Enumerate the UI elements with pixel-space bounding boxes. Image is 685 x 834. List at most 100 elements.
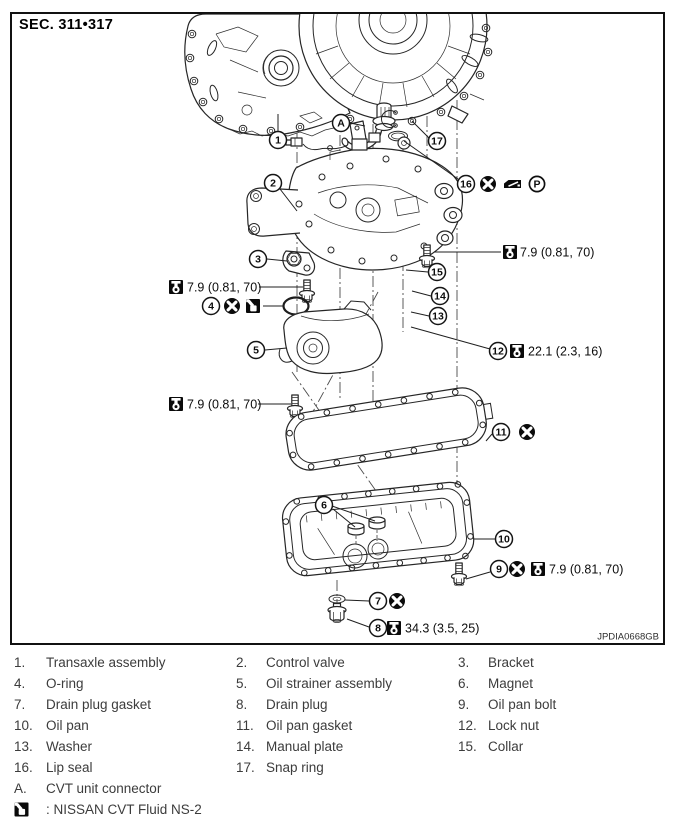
svg-text:2: 2	[270, 178, 276, 190]
legend-num: 2.	[236, 655, 248, 670]
legend-label: Collar	[488, 739, 524, 754]
exploded-view-figure: P SEC. 311•317	[10, 12, 665, 645]
magnet-drawing	[347, 516, 386, 546]
housing-slots	[206, 33, 489, 102]
legend-label: Drain plug	[266, 697, 328, 712]
svg-text:9: 9	[496, 564, 502, 576]
callout-A: A	[331, 113, 351, 133]
svg-text:3: 3	[255, 254, 261, 266]
cvt-fluid-icon	[246, 299, 260, 313]
non-reusable-icon	[387, 591, 407, 611]
torque-icon	[510, 344, 524, 358]
torque-icon	[503, 245, 517, 259]
snap-ring-drawing	[381, 110, 398, 128]
torque-icon	[169, 397, 183, 411]
legend-label: Oil pan	[46, 718, 89, 733]
cvt-fluid-icon	[14, 802, 46, 818]
torque-spec-bracket-bolt: 7.9 (0.81, 70)	[187, 281, 261, 295]
legend-num: 15.	[458, 739, 477, 754]
callout-16: 16	[456, 174, 476, 194]
legend-num: 14.	[236, 739, 255, 754]
svg-text:11: 11	[495, 427, 506, 439]
section-label: SEC. 311•317	[19, 17, 113, 33]
gasket-bolt-holes	[286, 388, 486, 470]
legend-label: Snap ring	[266, 760, 324, 775]
legend-num: 3.	[458, 655, 470, 670]
legend-label: Washer	[46, 739, 93, 754]
legend-num: 7.	[14, 697, 26, 712]
svg-text:5: 5	[253, 345, 259, 357]
callout-11: 11	[491, 422, 511, 442]
non-reusable-icon	[507, 559, 527, 579]
torque-spec-oil-pan-bolt: 7.9 (0.81, 70)	[549, 563, 623, 577]
torque-spec-drain-plug: 34.3 (3.5, 25)	[405, 622, 479, 636]
svg-text:10: 10	[498, 534, 510, 546]
legend-num: 1.	[14, 655, 26, 670]
callout-6: 6	[314, 495, 334, 515]
non-reusable-icon	[222, 296, 242, 316]
legend-label: Lip seal	[46, 760, 93, 775]
parts-legend: 1. Transaxle assembly 2. Control valve 3…	[0, 655, 685, 818]
legend-num: 9.	[458, 697, 470, 712]
svg-text:4: 4	[208, 301, 214, 313]
legend-label: Oil pan bolt	[488, 697, 557, 712]
bracket-drawing	[282, 250, 316, 276]
non-reusable-icon	[517, 422, 537, 442]
torque-spec-control-valve-bolt: 7.9 (0.81, 70)	[520, 246, 594, 260]
legend-num: 11.	[236, 718, 254, 733]
legend-label: Control valve	[266, 655, 345, 670]
leader-lines	[258, 114, 501, 628]
svg-text:14: 14	[434, 291, 446, 303]
svg-text:13: 13	[432, 311, 444, 323]
axle-seal-boss	[262, 49, 300, 87]
callout-10: 10	[494, 529, 514, 549]
legend-num: 8.	[236, 697, 248, 712]
callout-2: 2	[263, 173, 283, 193]
torque-icon	[387, 621, 401, 635]
svg-text:A: A	[337, 118, 345, 130]
non-reusable-icon	[478, 174, 498, 194]
callout-12: 12	[488, 341, 508, 361]
callout-9: 9	[489, 559, 509, 579]
figure-border	[10, 12, 665, 645]
torque-icon	[169, 280, 183, 294]
legend-num: 13.	[14, 739, 33, 754]
callout-15: 15	[427, 262, 447, 282]
legend-label: Bracket	[488, 655, 534, 670]
figure-code: JPDIA0668GB	[597, 632, 659, 643]
callout-3: 3	[248, 249, 268, 269]
petroleum-jelly-icon	[528, 175, 546, 193]
oil-strainer-drawing	[278, 300, 383, 375]
callout-17: 17	[427, 131, 447, 151]
svg-text:17: 17	[431, 136, 443, 148]
svg-text:16: 16	[460, 179, 472, 191]
bell-housing-ribs	[315, 45, 471, 108]
callout-1: 1	[268, 130, 288, 150]
legend-label: Manual plate	[266, 739, 344, 754]
callout-4: 4	[201, 296, 221, 316]
torque-icon	[531, 562, 545, 576]
legend-num: A.	[14, 781, 27, 796]
svg-text:8: 8	[375, 623, 381, 635]
oil-pan-gasket-drawing	[285, 387, 494, 471]
housing-details	[215, 26, 485, 137]
legend-label: Drain plug gasket	[46, 697, 152, 712]
legend-num: 4.	[14, 676, 26, 691]
pan-recesses	[342, 538, 389, 569]
pan-bolt-holes	[282, 481, 474, 577]
legend-label: CVT unit connector	[46, 781, 162, 796]
svg-text:12: 12	[492, 346, 504, 358]
oil-pan-bolt-drawing	[450, 562, 468, 587]
legend-num: 12.	[458, 718, 477, 733]
legend-label: Oil pan gasket	[266, 718, 353, 733]
legend-num: 16.	[14, 760, 33, 775]
callout-5: 5	[246, 340, 266, 360]
legend-num: 5.	[236, 676, 248, 691]
callout-8: 8	[368, 618, 388, 638]
callout-14: 14	[430, 286, 450, 306]
housing-tab	[447, 105, 469, 124]
svg-text:15: 15	[431, 267, 443, 279]
legend-num: 6.	[458, 676, 470, 691]
fluid-note: : NISSAN CVT Fluid NS-2	[46, 802, 202, 817]
